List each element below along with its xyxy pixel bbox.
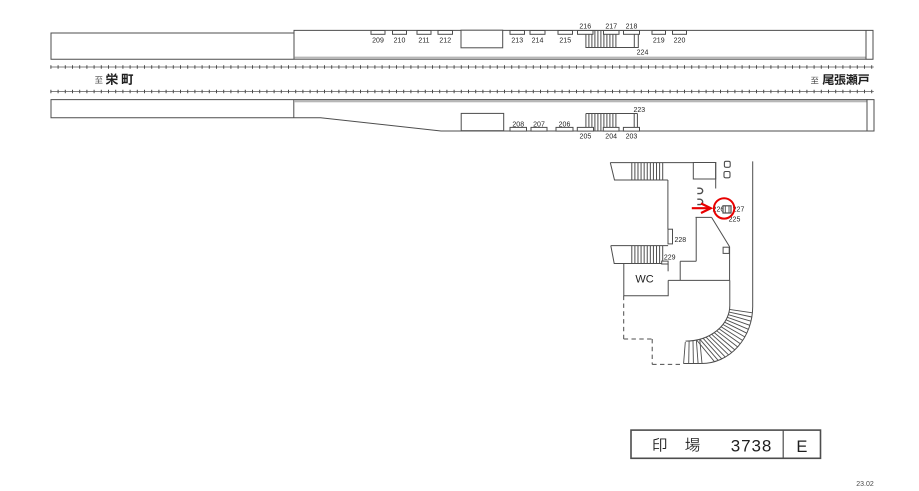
svg-text:205: 205 xyxy=(580,134,592,141)
svg-text:204: 204 xyxy=(605,134,617,141)
svg-text:229: 229 xyxy=(664,255,676,262)
svg-text:3738: 3738 xyxy=(731,437,772,456)
svg-text:220: 220 xyxy=(674,38,686,45)
svg-text:203: 203 xyxy=(626,134,638,141)
svg-text:E: E xyxy=(796,438,807,456)
svg-text:223: 223 xyxy=(633,107,645,114)
svg-text:219: 219 xyxy=(653,38,665,45)
svg-text:217: 217 xyxy=(605,23,617,30)
svg-text:212: 212 xyxy=(439,38,451,45)
svg-text:209: 209 xyxy=(372,38,384,45)
svg-text:226: 226 xyxy=(713,207,725,214)
svg-text:210: 210 xyxy=(394,38,406,45)
svg-text:215: 215 xyxy=(559,38,571,45)
svg-text:211: 211 xyxy=(418,38,429,45)
svg-text:224: 224 xyxy=(637,49,649,56)
svg-text:207: 207 xyxy=(533,121,545,128)
svg-text:WC: WC xyxy=(635,274,653,286)
svg-text:206: 206 xyxy=(559,121,571,128)
svg-text:218: 218 xyxy=(626,23,638,30)
svg-text:208: 208 xyxy=(512,121,524,128)
svg-text:213: 213 xyxy=(511,38,523,45)
svg-text:216: 216 xyxy=(579,23,591,30)
svg-text:228: 228 xyxy=(675,237,687,244)
svg-text:225: 225 xyxy=(729,216,741,223)
svg-text:214: 214 xyxy=(532,38,544,45)
svg-text:227: 227 xyxy=(733,207,745,214)
svg-text:23.02: 23.02 xyxy=(856,481,874,488)
